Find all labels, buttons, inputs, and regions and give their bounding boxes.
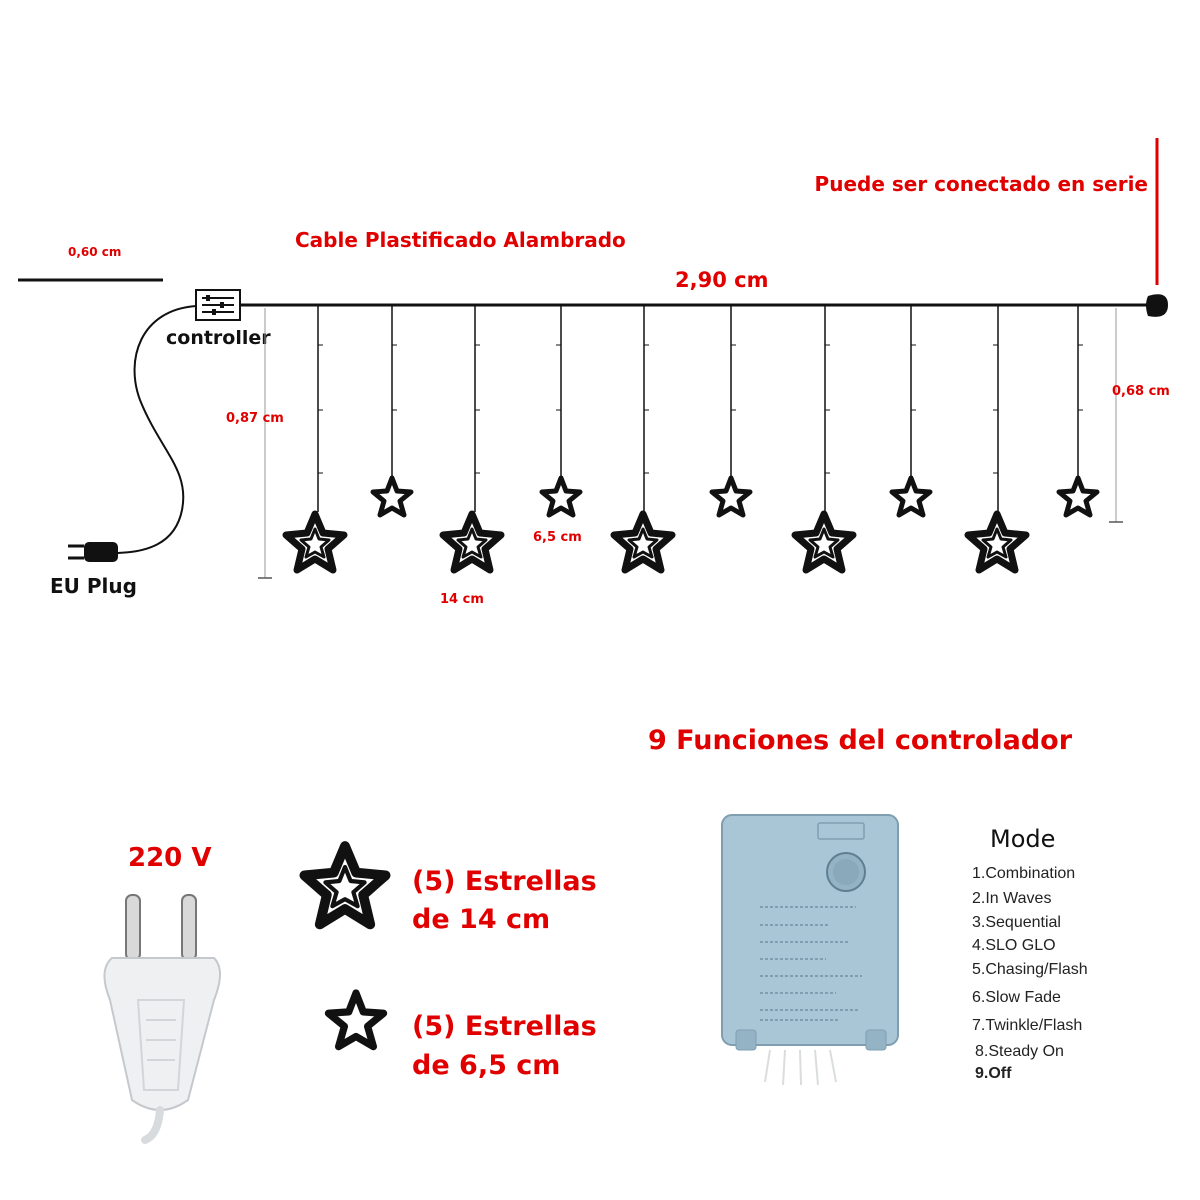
- star-icon: [1059, 478, 1097, 515]
- main-length-label: 2,90 cm: [675, 268, 768, 292]
- star-icon: [968, 514, 1026, 570]
- eu-plug-icon: [68, 542, 118, 562]
- star-strand: [795, 305, 853, 570]
- mode-item: 2.In Waves: [972, 890, 1051, 907]
- small-stars-line1: (5) Estrellas: [412, 1011, 597, 1042]
- voltage-label: 220 V: [128, 843, 211, 873]
- functions-title: 9 Funciones del controlador: [648, 725, 1073, 756]
- legend-small-star-icon: [328, 993, 383, 1047]
- mode-title: Mode: [990, 825, 1055, 853]
- series-label: Puede ser conectado en serie: [815, 172, 1148, 196]
- power-cable: [117, 305, 197, 554]
- legend-big-star-icon: [304, 846, 385, 924]
- controller-label: controller: [166, 327, 271, 349]
- mode-item: 7.Twinkle/Flash: [972, 1017, 1082, 1034]
- drop-short-label: 0,68 cm: [1112, 384, 1170, 399]
- controller-icon: [195, 289, 241, 321]
- lead-length-label: 0,60 cm: [68, 245, 121, 259]
- star-icon: [286, 514, 344, 570]
- star-icon: [373, 478, 411, 515]
- big-stars-line1: (5) Estrellas: [412, 866, 597, 897]
- star-strand: [286, 305, 344, 570]
- mode-item: 4.SLO GLO: [972, 937, 1056, 954]
- mode-item: 8.Steady On: [975, 1043, 1064, 1060]
- star-strand: [443, 305, 501, 570]
- mode-item: 1.Combination: [972, 865, 1075, 882]
- drop-long-label: 0,87 cm: [226, 411, 284, 426]
- star-strand: [1059, 305, 1097, 515]
- star-strand: [968, 305, 1026, 570]
- star-icon: [712, 478, 750, 515]
- star-strand: [712, 305, 750, 515]
- star-strand: [542, 305, 580, 515]
- star-icon: [542, 478, 580, 515]
- eu-plug-label: EU Plug: [50, 574, 137, 598]
- big-star-size-label: 14 cm: [440, 592, 484, 607]
- star-icon: [892, 478, 930, 515]
- star-strand: [892, 305, 930, 515]
- star-icon: [614, 514, 672, 570]
- star-icon: [795, 514, 853, 570]
- small-star-size-label: 6,5 cm: [533, 530, 582, 545]
- cable-label: Cable Plastificado Alambrado: [295, 228, 626, 252]
- mode-item: 9.Off: [975, 1065, 1012, 1082]
- end-connector-icon: [1146, 294, 1168, 317]
- mode-item: 3.Sequential: [972, 914, 1061, 931]
- mode-item: 6.Slow Fade: [972, 989, 1061, 1006]
- small-stars-line2: de 6,5 cm: [412, 1050, 560, 1081]
- mode-item: 5.Chasing/Flash: [972, 961, 1088, 978]
- controller-box-icon: [721, 814, 899, 1086]
- star-icon: [443, 514, 501, 570]
- big-stars-line2: de 14 cm: [412, 904, 550, 935]
- power-plug-icon: [103, 894, 221, 1144]
- star-strand: [614, 305, 672, 570]
- star-strand: [373, 305, 411, 515]
